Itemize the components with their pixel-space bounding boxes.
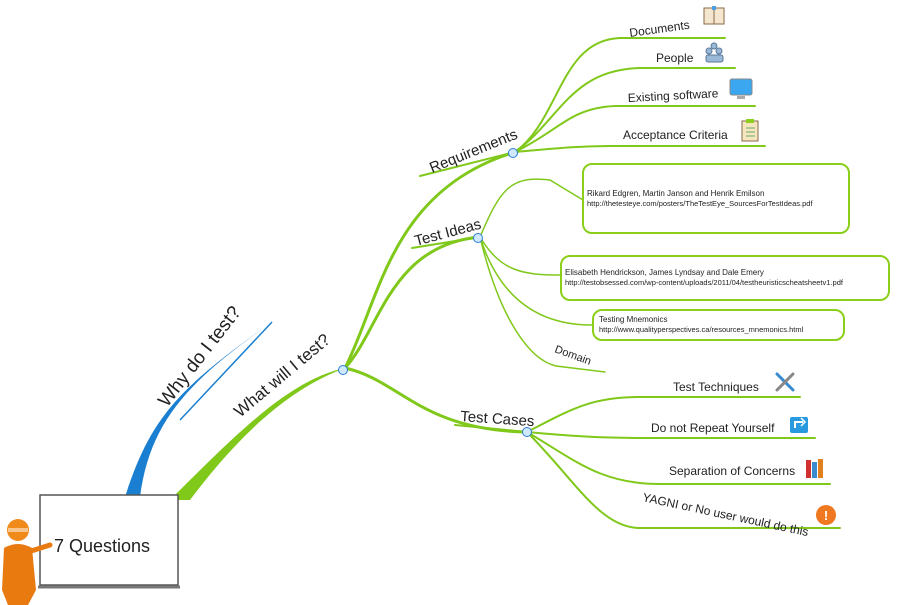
collapse-toggle[interactable] xyxy=(522,427,532,437)
why-branch xyxy=(125,322,272,497)
why-label[interactable]: Why do I test? xyxy=(154,302,245,411)
documents-label[interactable]: Documents xyxy=(628,18,690,40)
note-title: Testing Mnemonics xyxy=(599,315,668,324)
note-title: Elisabeth Hendrickson, James Lyndsay and… xyxy=(565,268,764,277)
root-node[interactable] xyxy=(38,494,180,589)
book-icon xyxy=(703,6,725,25)
people-icon xyxy=(705,42,724,63)
collapse-toggle[interactable] xyxy=(338,365,348,375)
presenter-icon xyxy=(2,519,53,605)
existing-software-label[interactable]: Existing software xyxy=(627,86,719,105)
requirements-link xyxy=(343,150,517,370)
note-link[interactable]: http://testobsessed.com/wp-content/uploa… xyxy=(565,278,843,287)
test-techniques-label[interactable]: Test Techniques xyxy=(673,380,759,394)
yagni-label[interactable]: YAGNI or No user would do this xyxy=(641,490,809,539)
tools-icon xyxy=(775,372,795,392)
note-card[interactable]: Elisabeth Hendrickson, James Lyndsay and… xyxy=(560,255,890,301)
books-icon xyxy=(806,459,823,478)
svg-text:!: ! xyxy=(824,508,828,523)
test-cases-label[interactable]: Test Cases xyxy=(460,408,535,430)
note-link[interactable]: http://thetesteye.com/posters/TheTestEye… xyxy=(587,198,813,208)
what-label[interactable]: What will I test? xyxy=(230,330,333,421)
why-underline xyxy=(179,321,273,421)
note-link[interactable]: http://www.qualityperspectives.ca/resour… xyxy=(599,325,804,334)
clipboard-icon xyxy=(741,119,759,142)
warning-icon: ! xyxy=(816,505,836,525)
test-ideas-link xyxy=(343,235,482,370)
people-label[interactable]: People xyxy=(656,51,694,65)
separation-label[interactable]: Separation of Concerns xyxy=(669,464,795,478)
note-card[interactable]: Rikard Edgren, Martin Janson and Henrik … xyxy=(582,163,850,234)
collapse-toggle[interactable] xyxy=(473,233,483,243)
what-branch xyxy=(170,368,345,500)
root-label[interactable]: 7 Questions xyxy=(54,536,150,556)
note-card[interactable]: Testing Mnemonics http://www.qualitypers… xyxy=(592,309,845,341)
repeat-arrow-icon xyxy=(790,417,808,433)
note-title: Rikard Edgren, Martin Janson and Henrik … xyxy=(587,188,765,198)
domain-label[interactable]: Domain xyxy=(553,344,593,368)
acceptance-criteria-label[interactable]: Acceptance Criteria xyxy=(623,128,728,142)
dry-label[interactable]: Do not Repeat Yourself xyxy=(651,421,775,435)
monitor-icon xyxy=(729,78,753,99)
collapse-toggle[interactable] xyxy=(508,148,518,158)
